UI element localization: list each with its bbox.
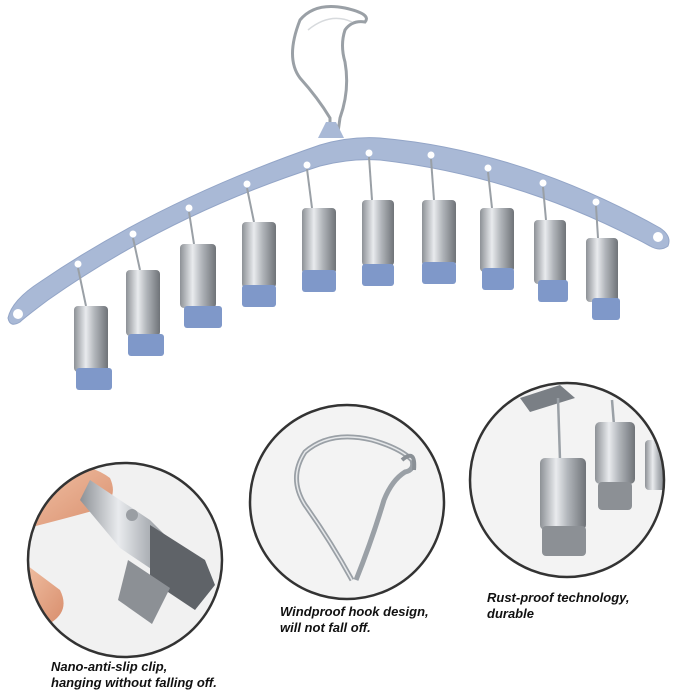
hanger-clip xyxy=(362,156,394,286)
clip-row xyxy=(74,156,620,390)
hanger-clip xyxy=(126,237,164,356)
hanger xyxy=(7,5,670,325)
hanger-clip xyxy=(242,187,276,307)
hanger-arc xyxy=(7,137,670,325)
hanger-clip xyxy=(422,158,456,284)
caption-windproof-hook: Windproof hook design, will not fall off… xyxy=(280,604,429,636)
hanger-clip xyxy=(180,211,222,328)
caption-line: Nano-anti-slip clip, xyxy=(51,659,168,674)
caption-line: Rust-proof technology, xyxy=(487,590,630,605)
hanger-clip xyxy=(74,267,112,390)
detail-hook-circle xyxy=(248,403,446,601)
hanger-clip xyxy=(480,171,514,290)
caption-line: Windproof hook design, xyxy=(280,604,429,619)
caption-anti-slip-clip: Nano-anti-slip clip, hanging without fal… xyxy=(51,659,217,691)
hanger-clip xyxy=(586,205,620,320)
detail-rust-circle xyxy=(468,381,666,579)
hanger-clip xyxy=(534,186,568,302)
detail-clip-circle xyxy=(26,461,224,659)
hanger-hook xyxy=(291,5,368,133)
caption-rust-proof: Rust-proof technology, durable xyxy=(487,590,630,622)
caption-line: durable xyxy=(487,606,534,621)
hanger-clip xyxy=(302,168,336,292)
caption-line: will not fall off. xyxy=(280,620,371,635)
caption-line: hanging without falling off. xyxy=(51,675,217,690)
